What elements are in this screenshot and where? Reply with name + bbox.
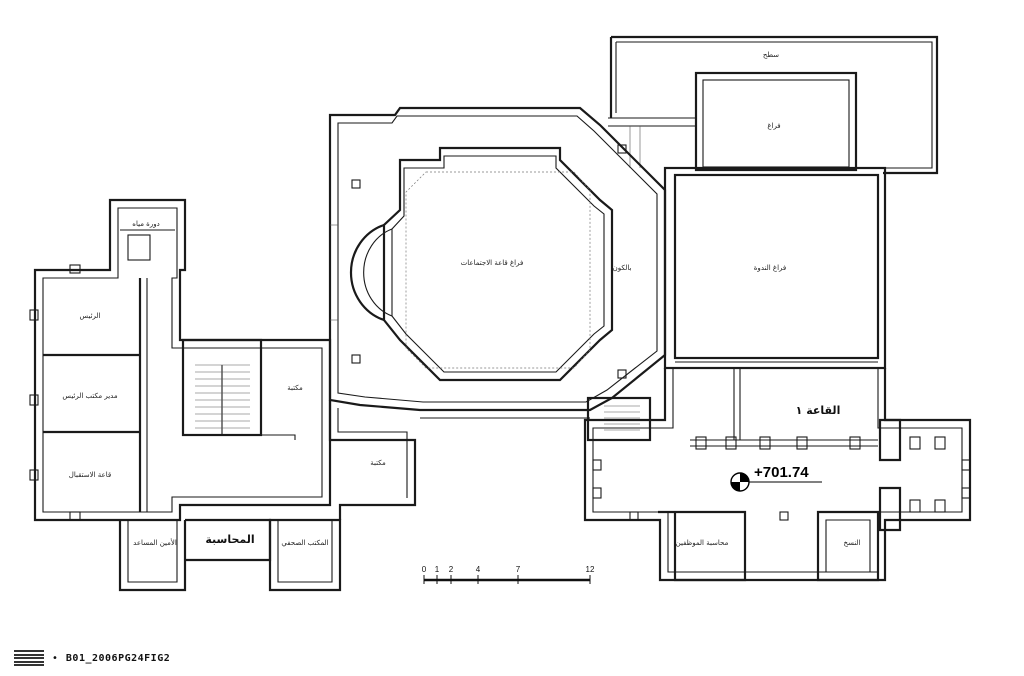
symposium-label: فراغ الندوة (754, 264, 786, 272)
library-lower-label: مكتبة (370, 459, 386, 467)
press-office-label: المكتب الصحفي (281, 539, 328, 547)
reception-label: قاعة الاستقبال (69, 471, 111, 479)
left-wing (29, 198, 342, 592)
scale-bar (423, 575, 591, 584)
footer-bullet: • (52, 652, 58, 664)
copying-label: النسخ (844, 539, 861, 547)
scale-tick-label: 0 (422, 565, 427, 574)
stair-right (586, 396, 652, 442)
scale-tick-label: 7 (516, 565, 521, 574)
figure-code: B01_2006PG24FIG2 (65, 652, 171, 664)
president-office-label: مدير مكتب الرئيس (62, 392, 117, 400)
elevation-label: +701.74 (754, 464, 809, 481)
library-upper-label: مكتبة (287, 384, 303, 392)
scale-tick-label: 4 (476, 565, 481, 574)
roof-label: سطح (763, 51, 779, 59)
central-corridor (328, 400, 590, 520)
figure-footer: • B01_2006PG24FIG2 (14, 648, 170, 668)
accounting-label: المحاسبة (205, 533, 254, 546)
employees-accounting-label: محاسبة الموظفين (676, 539, 729, 547)
wc-label: دورة مياه (132, 220, 159, 228)
balcony-label: بالكون (613, 264, 632, 272)
level-marker-icon (730, 472, 822, 492)
assembly-hall-label: فراغ قاعة الاجتماعات (461, 259, 524, 267)
symposium-block (583, 166, 972, 582)
scale-tick-label: 1 (435, 565, 440, 574)
void-top-label: فراغ (767, 122, 780, 130)
hall-one-label: القاعة ١ (796, 404, 841, 417)
roof-block (608, 35, 939, 175)
stair-left (181, 338, 296, 440)
scale-tick-label: 2 (449, 565, 454, 574)
president-label: الرئيس (80, 312, 101, 320)
scale-tick-label: 12 (586, 565, 595, 574)
secretary-label: الأمين المساعد (133, 538, 177, 547)
layers-icon (14, 650, 44, 666)
